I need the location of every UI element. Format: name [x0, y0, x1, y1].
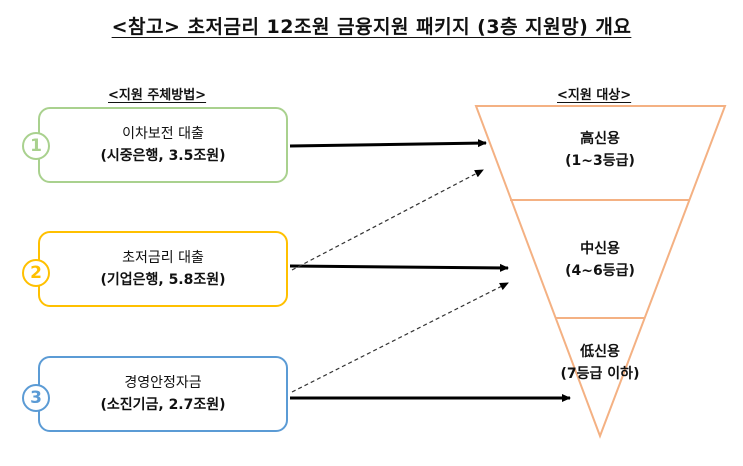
tier-name: 低신용: [580, 344, 620, 360]
tier-low: 低신용 (7등급 이하): [540, 341, 660, 385]
funnel-triangle: [474, 105, 727, 439]
program-name: 경영안정자금: [124, 375, 202, 391]
arrow-program2-to-mid: [289, 263, 509, 272]
tier-name: 高신용: [580, 131, 620, 147]
left-heading: <지원 주체방법>: [108, 88, 207, 103]
program-box-1: 이차보전 대출 (시중은행, 3.5조원): [38, 107, 288, 183]
page-title: <참고> 초저금리 12조원 금융지원 패키지 (3층 지원망) 개요: [111, 16, 632, 38]
program-name: 초저금리 대출: [122, 250, 204, 266]
program-box-2: 초저금리 대출 (기업은행, 5.8조원): [38, 231, 288, 307]
arrow-program1-to-high: [289, 139, 487, 148]
tier-high: 高신용 (1~3등급): [540, 128, 660, 172]
program-number-2: 2: [22, 259, 50, 287]
program-detail: (시중은행, 3.5조원): [100, 148, 226, 164]
tier-range: (7등급 이하): [560, 366, 640, 382]
program-number-3: 3: [22, 384, 50, 412]
program-detail: (소진기금, 2.7조원): [100, 397, 226, 413]
tier-mid: 中신용 (4~6등급): [540, 238, 660, 282]
tier-name: 中신용: [580, 241, 620, 257]
program-number-1: 1: [22, 132, 50, 160]
program-name: 이차보전 대출: [122, 126, 204, 142]
dashed-arrow-program2-to-high: [291, 169, 484, 271]
program-detail: (기업은행, 5.8조원): [100, 272, 226, 288]
dashed-arrow-program3-to-mid: [291, 282, 509, 393]
tier-range: (4~6등급): [565, 263, 635, 279]
tier-range: (1~3등급): [565, 153, 635, 169]
program-box-3: 경영안정자금 (소진기금, 2.7조원): [38, 356, 288, 432]
right-heading: <지원 대상>: [557, 88, 632, 103]
